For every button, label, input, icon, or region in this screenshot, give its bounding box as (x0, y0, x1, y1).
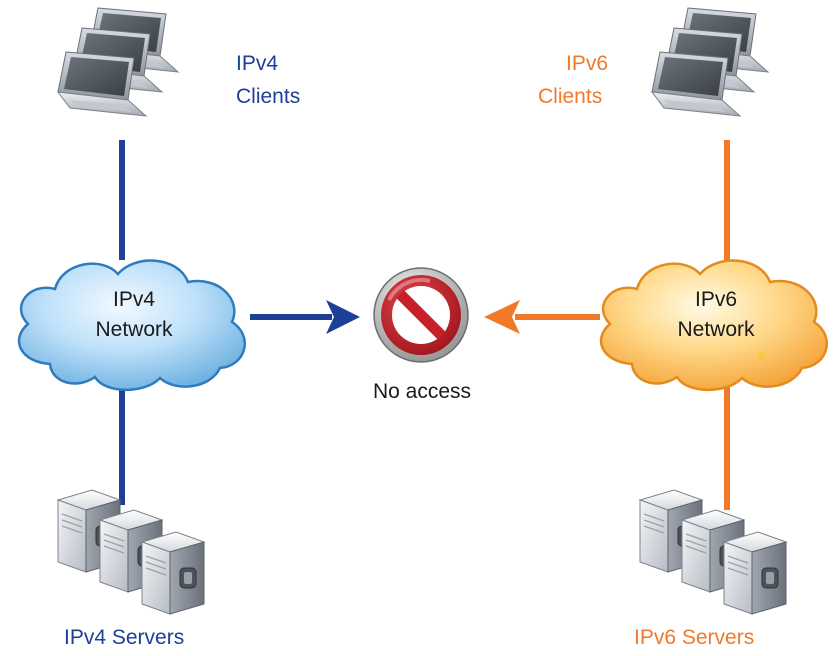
ipv4-arrow (250, 300, 360, 334)
ipv4-servers-label: IPv4 Servers (64, 626, 184, 649)
ipv6-arrow (484, 300, 600, 334)
ipv4-clients-label-line1: IPv4 (236, 52, 278, 75)
ipv6-servers-server-icon (639, 489, 787, 615)
ipv4-network-label-line2: Network (95, 318, 173, 341)
ipv6-clients-laptop-icon (651, 7, 769, 117)
ipv4-clients-label-line2: Clients (236, 85, 300, 108)
no-access-label: No access (373, 380, 471, 403)
ipv4-network-label-line1: IPv4 (113, 288, 155, 311)
ipv6-servers-label: IPv6 Servers (634, 626, 754, 649)
ipv6-clients-label-line2: Clients (538, 85, 602, 108)
ipv4-servers-server-icon (57, 489, 205, 615)
ipv6-network-label-line1: IPv6 (695, 288, 737, 311)
ipv6-network-label-line2: Network (677, 318, 755, 341)
ipv6-clients-label-line1: IPv6 (566, 52, 608, 75)
ipv6-network-cloud-icon (599, 259, 829, 392)
ipv4-clients-laptop-icon (57, 7, 179, 117)
prohibited-icon (373, 267, 469, 363)
